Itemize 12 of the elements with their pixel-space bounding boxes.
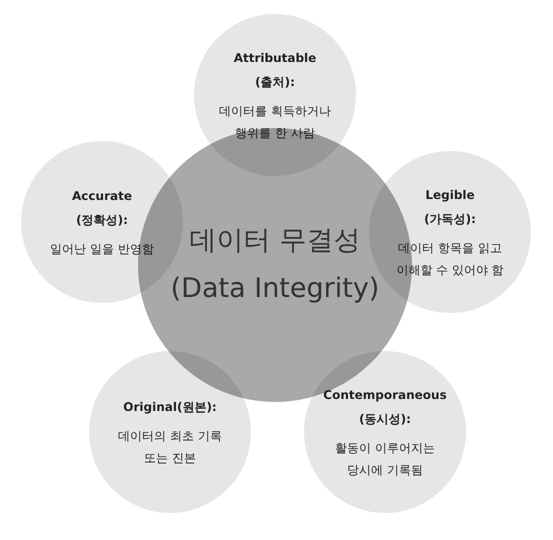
principle-description: 데이터의 최초 기록 또는 진본 [117, 428, 223, 467]
principle-heading: Original(원본): [123, 399, 217, 416]
circle-title: (Data Integrity) [170, 272, 380, 306]
principle-heading: Legible (가독성): [423, 187, 477, 228]
principle-heading: Contemporaneous (동시성): [322, 387, 448, 428]
principle-description: 활동이 이루어지는 당시에 기록됨 [334, 440, 436, 479]
principle-description: 데이터를 획득하거나 행위를 한 사람 [218, 103, 332, 142]
circle-title: 데이터 무결성 [190, 224, 360, 258]
principle-description: 일어난 일을 반영함 [50, 241, 154, 258]
principle-heading: Attributable (출처): [232, 50, 318, 91]
principle-description: 데이터 항목을 읽고 이해할 수 있어야 함 [395, 240, 505, 279]
principle-heading: Accurate (정확성): [71, 188, 133, 229]
